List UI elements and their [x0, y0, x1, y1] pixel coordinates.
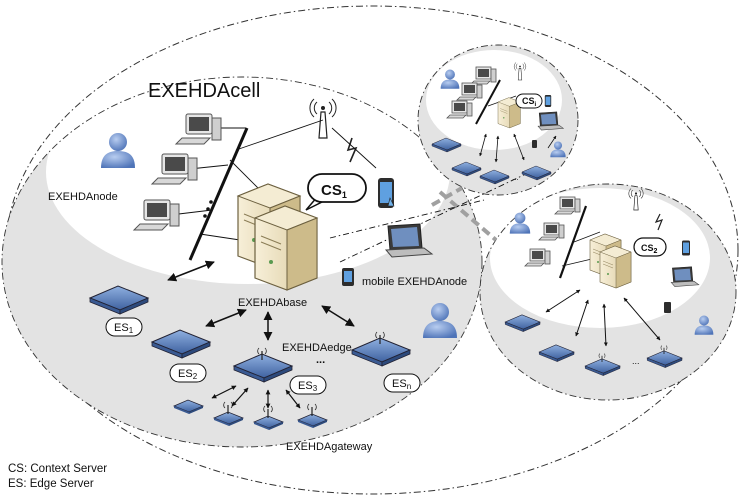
gateway-label: EXEHDAgateway [286, 441, 373, 453]
backbone-ellipsis-dots [203, 200, 213, 218]
svg-text:ESn: ESn [392, 378, 411, 391]
cell-title: EXEHDAcell [148, 80, 260, 102]
mobile-node-label: mobile EXEHDAnode [362, 276, 467, 288]
svg-text:ES3: ES3 [298, 380, 318, 393]
top-right-cell-contents: CSi ... [431, 62, 566, 185]
connection-arrows [167, 260, 355, 341]
svg-text:ES1: ES1 [114, 322, 134, 335]
bottom-right-cell-contents: CS2 ... [504, 188, 714, 376]
node-label: EXEHDAnode [48, 191, 118, 203]
es-label: ES1 [105, 317, 143, 337]
hand-pointer-icon [387, 197, 395, 207]
server-icon [254, 205, 318, 291]
base-label: EXEHDAbase [238, 297, 307, 309]
legend-item-es: ES: Edge Server [8, 478, 94, 490]
svg-text:CSi: CSi [522, 96, 537, 108]
ellipsis-main: ... [316, 354, 325, 366]
es-label: ESn [383, 373, 421, 393]
svg-text:...: ... [632, 356, 640, 366]
backbone-network [161, 119, 531, 263]
legend-item-cs: CS: Context Server [8, 463, 108, 475]
inter-cell-links [431, 186, 498, 242]
svg-text:ES2: ES2 [178, 368, 198, 381]
edge-label: EXEHDAedge [282, 342, 352, 354]
es-label: ES3 [289, 375, 327, 395]
svg-text:CS1: CS1 [321, 182, 347, 200]
svg-text:...: ... [512, 173, 519, 182]
cs1-bubble: CS1 [305, 173, 367, 211]
svg-text:CS2: CS2 [641, 243, 658, 255]
es-label: ES2 [169, 363, 207, 383]
gateway-arrows [211, 385, 301, 409]
legend: CS: Context Server ES: Edge Server [8, 462, 107, 492]
